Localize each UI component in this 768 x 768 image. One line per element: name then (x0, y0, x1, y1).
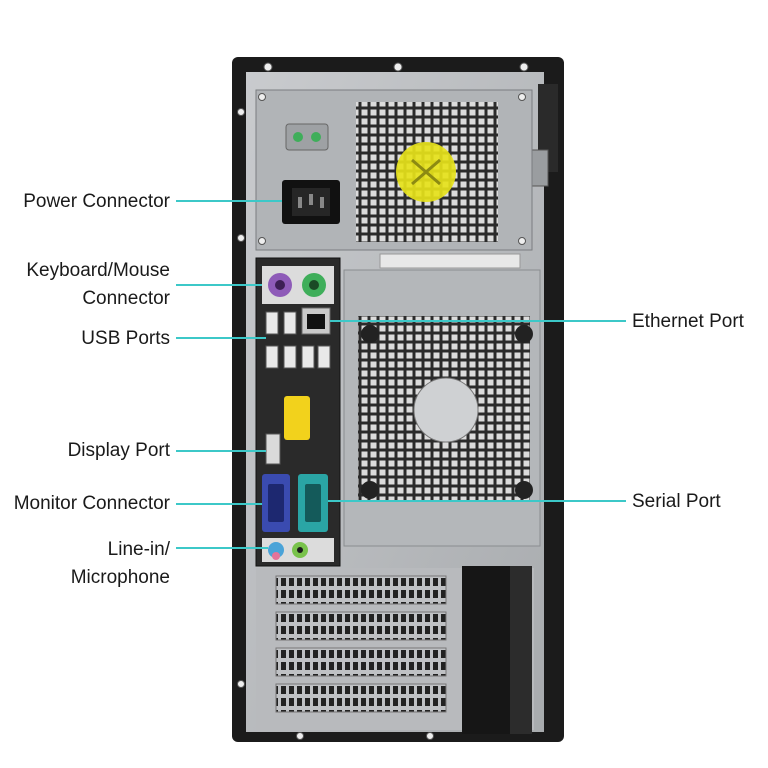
expansion-slot-cover (275, 575, 447, 605)
label-display-port: Display Port (67, 440, 170, 461)
screw (296, 732, 304, 740)
psu-led (311, 132, 321, 142)
ps2-mouse-port-center (309, 280, 319, 290)
ethernet-port-jack (307, 314, 325, 329)
serial-port-pins (305, 484, 321, 522)
rear-fan-mount (361, 325, 379, 343)
psu-led (293, 132, 303, 142)
usb-port (283, 311, 297, 335)
usb-port (265, 345, 279, 369)
expansion-slot-cover (275, 647, 447, 677)
power-inlet-pin (309, 194, 313, 205)
ethernet-port (301, 307, 331, 335)
expansion-slot-cover (275, 611, 447, 641)
audio-jack-hole (297, 547, 303, 553)
label-line-in-line1: Line-in/ (107, 539, 170, 560)
usb-port (317, 345, 331, 369)
case-latch-tab (529, 149, 549, 187)
rear-fan-mount (515, 481, 533, 499)
screw (518, 237, 526, 245)
label-keyboard-mouse-line1: Keyboard/Mouse (26, 260, 170, 281)
usb-port (283, 345, 297, 369)
screw (426, 732, 434, 740)
leader-lines (176, 200, 626, 549)
psu-fan-hub (411, 158, 441, 186)
label-line-in-line2: Microphone (70, 567, 170, 588)
display-port (265, 433, 281, 465)
expansion-slot-cover (275, 683, 447, 713)
service-tag-sticker (379, 253, 521, 269)
screw (518, 93, 526, 101)
screw (519, 62, 529, 72)
audio-mic-jack (272, 552, 280, 560)
usb-port (301, 345, 315, 369)
rear-fan-mount (515, 325, 533, 343)
power-inlet-pin (298, 197, 302, 208)
rear-fan-mount (361, 481, 379, 499)
screw (258, 237, 266, 245)
rear-fan-hub (413, 377, 479, 443)
label-keyboard-mouse-line2: Connector (82, 288, 170, 309)
ps2-keyboard-port-center (275, 280, 285, 290)
power-inlet-pin (320, 197, 324, 208)
label-usb-ports: USB Ports (81, 328, 170, 349)
screw (263, 62, 273, 72)
label-serial-port: Serial Port (632, 491, 721, 512)
psu-test-button (285, 123, 329, 151)
label-power-connector: Power Connector (23, 191, 170, 212)
vga-port-pins (268, 484, 284, 522)
usb-port (265, 311, 279, 335)
slot-retention-clip-edge (510, 566, 532, 734)
audio-line-in-jack (268, 542, 284, 558)
display-port-sticker (284, 396, 310, 440)
label-monitor-connector: Monitor Connector (13, 493, 170, 514)
screw (237, 680, 245, 688)
screw (258, 93, 266, 101)
screw (237, 234, 245, 242)
label-ethernet-port: Ethernet Port (632, 311, 744, 332)
screw (393, 62, 403, 72)
screw (237, 108, 245, 116)
